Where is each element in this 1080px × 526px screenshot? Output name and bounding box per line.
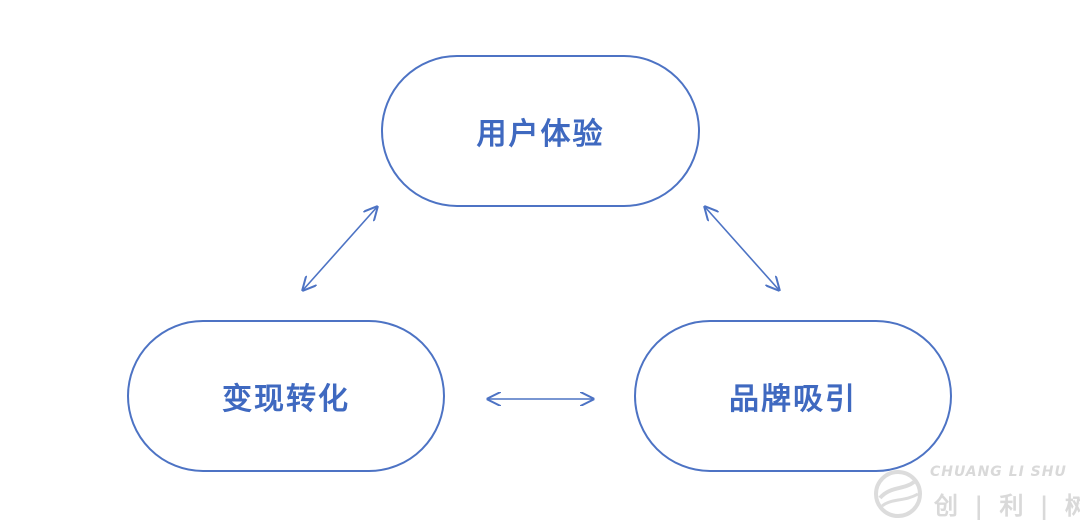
tree-logo-icon (874, 470, 922, 518)
node-label: 变现转化 (222, 382, 350, 417)
arrow-top-left (303, 207, 377, 290)
node-label: 用户体验 (476, 117, 605, 152)
node-user-experience: 用户体验 (381, 55, 700, 207)
watermark-chinese: 创 | 利 | 树 (934, 491, 1080, 520)
arrow-top-right (705, 207, 779, 290)
node-label: 品牌吸引 (729, 382, 857, 417)
watermark-latin: CHUANG LI SHU (930, 464, 1067, 480)
node-monetization: 变现转化 (127, 320, 445, 472)
watermark: CHUANG LI SHU 创 | 利 | 树 (872, 462, 1080, 522)
node-brand-attraction: 品牌吸引 (634, 320, 952, 472)
